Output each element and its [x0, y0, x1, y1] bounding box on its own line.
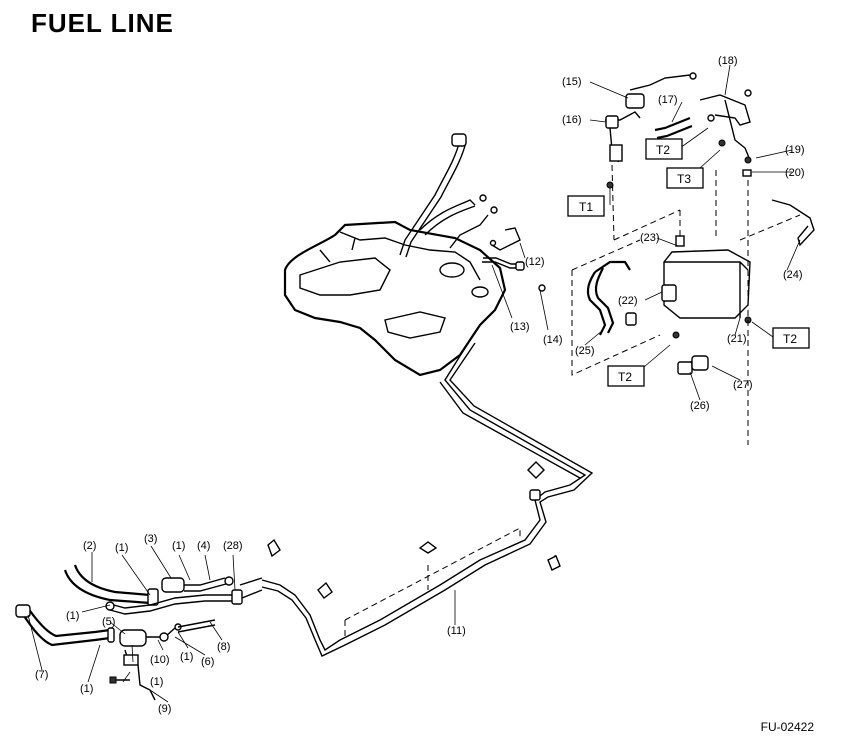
torque-label-t2c: T2 — [618, 370, 632, 384]
callout-15: (15) — [562, 76, 582, 88]
callout-2: (2) — [83, 540, 96, 552]
figure-code: FU-02422 — [760, 720, 814, 734]
callout-1d: (1) — [180, 651, 193, 663]
leader-lines — [27, 64, 801, 703]
callout-5: (5) — [102, 616, 115, 628]
torque-label-t2b: T2 — [783, 332, 797, 346]
torque-label-boxes: T1 T2 T3 T2 T2 — [567, 138, 810, 387]
callout-20: (20) — [785, 167, 805, 179]
diagram-title: FUEL LINE — [31, 8, 174, 38]
fuel-tank — [283, 220, 507, 377]
callout-18: (18) — [718, 55, 738, 67]
callout-1b: (1) — [172, 540, 185, 552]
callout-14: (14) — [543, 334, 563, 346]
callout-9: (9) — [158, 703, 171, 715]
callout-28: (28) — [223, 540, 243, 552]
main-fuel-lines — [261, 339, 594, 657]
callout-24: (24) — [783, 269, 803, 281]
small-hoses-12-14 — [482, 227, 549, 331]
callout-labels: (2) (1) (3) (1) (4) (28) (1) (5) (10) (1… — [35, 55, 805, 715]
callout-22: (22) — [618, 295, 638, 307]
callout-19: (19) — [785, 144, 805, 156]
callout-10: (10) — [150, 654, 170, 666]
callout-4: (4) — [197, 540, 210, 552]
callout-3: (3) — [144, 533, 157, 545]
torque-label-t1: T1 — [579, 200, 593, 214]
torque-box-t2b — [772, 327, 810, 349]
front-hose-cluster — [15, 564, 263, 701]
canister-assembly — [571, 72, 815, 445]
callout-1a: (1) — [115, 542, 128, 554]
callout-26: (26) — [690, 400, 710, 412]
callout-17: (17) — [658, 94, 678, 106]
callout-27: (27) — [733, 379, 753, 391]
callout-7: (7) — [35, 669, 48, 681]
torque-label-t2a: T2 — [656, 143, 670, 157]
tank-top-pipes — [399, 133, 498, 258]
callout-23: (23) — [640, 232, 660, 244]
torque-box-t2a — [645, 138, 683, 160]
callout-6: (6) — [201, 656, 214, 668]
callout-16: (16) — [562, 114, 582, 126]
torque-box-t1 — [567, 195, 605, 217]
torque-box-t2c — [607, 365, 645, 387]
callout-12: (12) — [525, 256, 545, 268]
callout-21: (21) — [727, 333, 747, 345]
callout-1e: (1) — [80, 683, 93, 695]
callout-11: (11) — [447, 625, 466, 637]
torque-box-t3 — [666, 167, 704, 189]
callout-1f: (1) — [150, 676, 163, 688]
torque-label-t3: T3 — [677, 172, 691, 186]
callout-25: (25) — [575, 345, 595, 357]
callout-1c: (1) — [66, 610, 79, 622]
callout-13: (13) — [510, 321, 530, 333]
callout-8: (8) — [217, 641, 230, 653]
